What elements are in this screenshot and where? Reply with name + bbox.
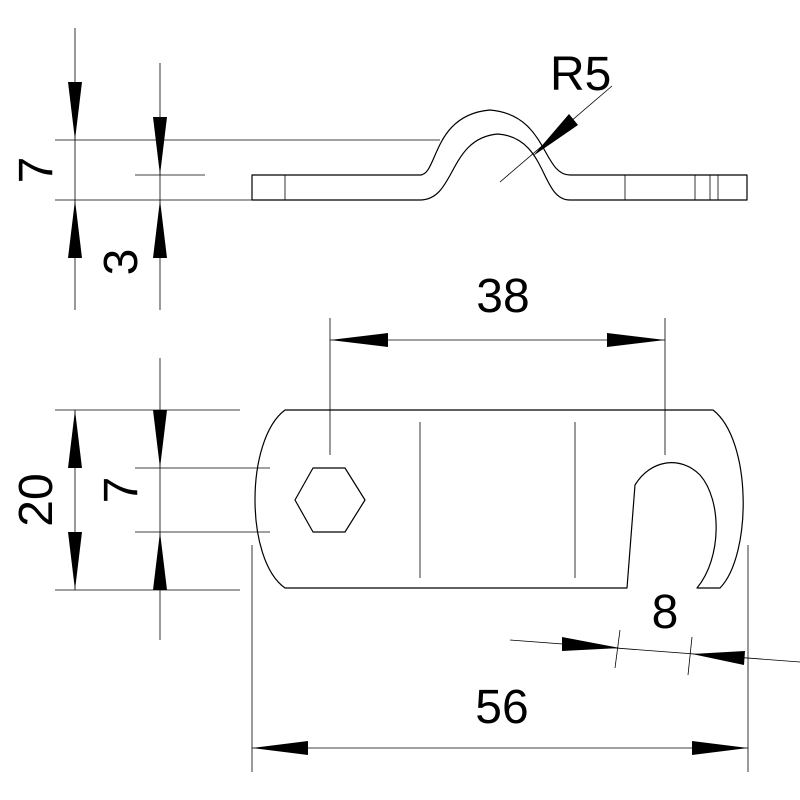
arrow-head (68, 82, 82, 140)
arrow-head (562, 637, 620, 651)
arrow-head (330, 333, 388, 347)
side-height-label: 7 (10, 157, 63, 184)
arrow-head (153, 200, 167, 258)
dimension-hole-spacing: 38 (329, 270, 666, 455)
arrow-head (68, 200, 82, 258)
total-length-label: 56 (475, 681, 528, 734)
dimension-side-height: 7 (10, 28, 440, 310)
arrow-head (607, 333, 665, 347)
hole-spacing-label: 38 (476, 270, 529, 323)
bend-radius-label: R5 (550, 48, 611, 101)
dimension-total-width: 20 (10, 409, 240, 591)
round-hole (294, 467, 366, 533)
arrow-head (533, 114, 578, 156)
arrow-head (153, 117, 167, 175)
dimension-side-thickness: 3 (95, 63, 205, 310)
arrow-head (252, 741, 308, 755)
arrow-head (692, 651, 745, 665)
dimension-slot-width: 8 (509, 586, 800, 676)
dimension-bend-radius: R5 (499, 48, 613, 183)
side-view (251, 109, 748, 201)
slot-width-label: 8 (652, 586, 679, 639)
top-view (254, 409, 744, 589)
side-view-profile (251, 109, 748, 201)
arrow-head (692, 741, 748, 755)
arrow-head (68, 410, 82, 468)
top-view-outline (254, 409, 744, 589)
dimension-total-length: 56 (251, 545, 749, 772)
arrow-head (153, 532, 167, 590)
hole-width-label: 7 (95, 477, 148, 504)
arrow-head (68, 532, 82, 590)
total-width-label: 20 (10, 473, 63, 526)
arrow-head (153, 410, 167, 468)
side-thickness-label: 3 (95, 249, 148, 276)
dimension-hole-width: 7 (95, 358, 270, 640)
